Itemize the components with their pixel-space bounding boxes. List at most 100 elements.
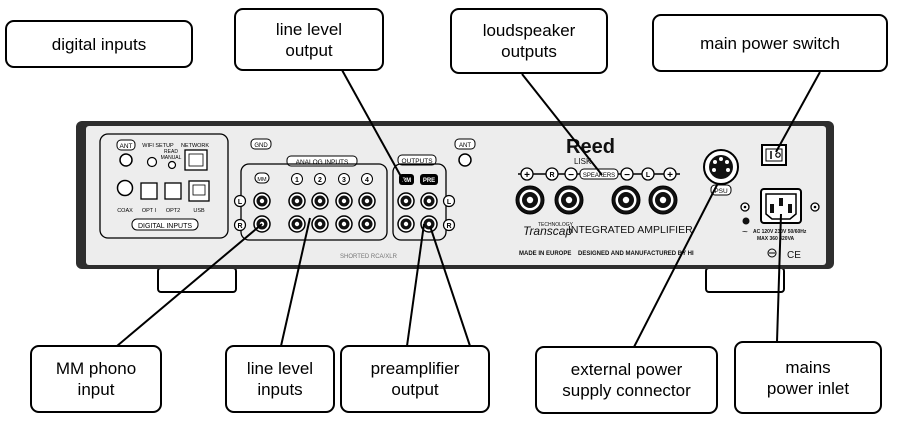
opt1-label: OPT I <box>142 208 157 214</box>
svg-text:1: 1 <box>295 177 299 184</box>
input-number-3: 3 <box>338 173 350 185</box>
ant-label-right: ANT <box>459 143 471 149</box>
manual-label: MANUAL <box>161 155 182 161</box>
svg-text:TECHNOLOGY: TECHNOLOGY <box>538 222 574 228</box>
brand-name: Reed <box>566 136 615 158</box>
rca-jack-out-rm-right <box>397 215 415 233</box>
rca-jack-in4-left <box>358 192 376 210</box>
coax-label: COAX <box>117 208 133 214</box>
wifi-setup-label: WIFI SETUP <box>142 143 174 149</box>
ant-connector-left <box>119 153 133 167</box>
integrated-amplifier-label: INTEGRATED AMPLIFIER <box>568 224 693 236</box>
designed-by-label: DESIGNED AND MANUFACTURED BY HI <box>578 251 694 257</box>
svg-text:L: L <box>646 172 651 179</box>
ant-connector-right <box>458 153 472 167</box>
leader-line-power-switch <box>775 71 821 153</box>
svg-text:R: R <box>446 223 451 230</box>
digital-inputs-panel-label: DIGITAL INPUTS <box>138 223 192 230</box>
right-foot <box>705 267 785 293</box>
wifi-setup-button <box>146 156 158 168</box>
svg-text:Transcap: Transcap <box>523 224 572 238</box>
psu-label: PSU <box>714 188 728 195</box>
svg-text:−: − <box>568 170 574 181</box>
ce-mark: CE <box>787 250 801 261</box>
transcap-logo: TECHNOLOGY Transcap <box>523 222 574 238</box>
ant-label-left: ANT <box>120 143 133 150</box>
outputs-label: OUTPUTS <box>401 158 433 165</box>
rca-jack-in2-left <box>311 192 329 210</box>
speaker-terminal-r-plus <box>515 185 545 215</box>
callout-loudspeaker-outputs: loudspeaker outputs <box>450 8 608 74</box>
svg-text:4: 4 <box>365 177 369 184</box>
rca-jack-in2-right <box>311 215 329 233</box>
ac-tilde: ~ <box>742 227 748 238</box>
made-in-europe-label: MADE IN EUROPE <box>519 251 571 257</box>
read-manual-button <box>167 160 177 170</box>
analog-inputs-label: ANALOG INPUTS <box>296 159 349 166</box>
callout-line-level-output: line level output <box>234 8 384 71</box>
svg-text:−: − <box>624 170 630 181</box>
callout-mains-power-inlet: mains power inlet <box>734 341 882 414</box>
rca-jack-out-pre-left <box>420 192 438 210</box>
svg-text:SPEAKERS: SPEAKERS <box>583 173 615 179</box>
callout-mm-phono-input: MM phono input <box>30 345 162 413</box>
rca-jack-in1-right <box>288 215 306 233</box>
shorted-note: SHORTED RCA/XLR <box>340 254 398 260</box>
ant-label-box <box>116 139 136 151</box>
leader-line-mm <box>116 223 263 347</box>
rca-jack-out-pre-right <box>420 215 438 233</box>
opt2-label: OPT2 <box>166 208 180 214</box>
leader-line-speakers <box>521 73 603 176</box>
out-pre-label: PRE <box>423 178 435 184</box>
digital-inputs-group <box>99 133 229 239</box>
opt1-port <box>140 182 158 200</box>
power-symbol <box>742 217 750 225</box>
opt2-port <box>164 182 182 200</box>
speaker-polarity-strip: + R − SPEAKERS − L + <box>518 167 680 181</box>
leader-lines <box>116 69 821 348</box>
left-foot <box>157 267 237 293</box>
rca-jack-in3-right <box>335 215 353 233</box>
leader-line-output <box>341 69 405 183</box>
outputs-l-badge: L <box>442 194 456 208</box>
input-number-4: 4 <box>361 173 373 185</box>
speaker-terminal-l-minus <box>611 185 641 215</box>
coax-connector <box>116 179 134 197</box>
svg-text:L: L <box>447 199 452 206</box>
callout-digital-inputs: digital inputs <box>5 20 193 68</box>
analog-r-badge: R <box>233 218 247 232</box>
leader-line-mains <box>776 213 782 343</box>
ac-rating-line2: MAX 360 320VA <box>757 236 795 242</box>
rca-jack-out-rm-left <box>397 192 415 210</box>
svg-text:L: L <box>238 199 243 206</box>
callout-main-power-switch: main power switch <box>652 14 888 72</box>
network-label: NETWORK <box>181 143 209 149</box>
usb-label: USB <box>193 208 205 214</box>
svg-text:+: + <box>667 170 673 181</box>
svg-text:+: + <box>524 170 530 181</box>
callout-external-power-supply-connector: external power supply connector <box>535 346 718 414</box>
svg-text:R: R <box>549 172 554 179</box>
analog-l-badge: L <box>233 194 247 208</box>
leader-line-preamp-1 <box>406 223 425 347</box>
svg-text:2: 2 <box>318 177 322 184</box>
input-number-1: 1 <box>291 173 303 185</box>
rca-jack-mm-left <box>253 192 271 210</box>
svg-text:R: R <box>237 223 242 230</box>
read-label: READ <box>164 149 178 155</box>
svg-text:3: 3 <box>342 177 346 184</box>
model-name: LISK <box>574 157 592 166</box>
rca-jack-in1-left <box>288 192 306 210</box>
leader-line-preamp-2 <box>429 225 471 347</box>
earth-symbol <box>767 248 777 258</box>
rca-jack-in4-right <box>358 215 376 233</box>
speaker-terminal-r-minus <box>554 185 584 215</box>
leader-line-line-inputs <box>280 217 311 347</box>
callout-preamplifier-output: preamplifier output <box>340 345 490 413</box>
rca-jack-in3-left <box>335 192 353 210</box>
speaker-terminal-l-plus <box>648 185 678 215</box>
out-rm-label: RM <box>402 178 411 184</box>
leader-line-psu <box>633 184 718 348</box>
